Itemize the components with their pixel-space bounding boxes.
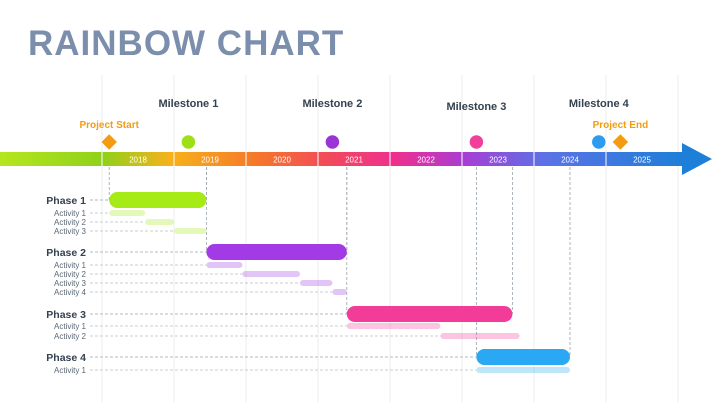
timeline-bar — [0, 152, 682, 166]
activity-bar — [109, 210, 146, 216]
phase-label: Phase 4 — [46, 352, 86, 364]
milestone-circle-icon — [590, 133, 608, 151]
activity-label: Activity 1 — [54, 209, 87, 218]
phase-label: Phase 1 — [46, 195, 86, 207]
milestone-markers: Project Start Milestone 1 Milestone 2 Miles… — [79, 98, 649, 152]
phase-bar — [206, 244, 347, 260]
diamond-marker-icon — [611, 132, 630, 152]
grid-lines — [101, 75, 679, 402]
milestone-label: Milestone 1 — [158, 98, 218, 110]
year-label: 2018 — [129, 156, 147, 165]
year-label: 2022 — [417, 156, 435, 165]
activity-label: Activity 3 — [54, 279, 87, 288]
guide-lines — [90, 167, 571, 371]
milestone-label: Milestone 3 — [446, 101, 506, 113]
year-label: 2019 — [201, 156, 219, 165]
timeline-arrow-icon — [682, 143, 712, 175]
milestone-label: Milestone 4 — [569, 98, 630, 110]
activity-label: Activity 4 — [54, 288, 87, 297]
activity-label: Activity 2 — [54, 270, 87, 279]
milestone-circle-icon — [180, 133, 197, 151]
phase-bar — [346, 306, 513, 322]
phase-label: Phase 2 — [46, 247, 86, 259]
activity-bar — [300, 280, 333, 286]
project-marker-label: Project End — [593, 120, 649, 131]
activity-bar — [206, 262, 243, 268]
year-label: 2025 — [633, 156, 651, 165]
year-label: 2021 — [345, 156, 363, 165]
activity-bar — [440, 333, 520, 339]
phase-bar — [476, 349, 570, 365]
activity-bar — [174, 228, 207, 234]
activity-bar — [242, 271, 300, 277]
activity-bar — [145, 219, 174, 225]
activity-label: Activity 1 — [54, 261, 87, 270]
activity-bar — [346, 323, 441, 329]
year-label: 2024 — [561, 156, 579, 165]
milestone-circle-icon — [324, 133, 341, 151]
year-label: 2023 — [489, 156, 507, 165]
activity-label: Activity 1 — [54, 322, 87, 331]
chart-title: RAINBOW CHART — [28, 24, 345, 63]
phase-label: Phase 3 — [46, 309, 86, 321]
diamond-marker-icon — [100, 132, 119, 152]
activity-label: Activity 3 — [54, 227, 87, 236]
phase-bar — [109, 192, 207, 208]
activity-label: Activity 2 — [54, 218, 87, 227]
milestone-circle-icon — [468, 133, 485, 151]
activity-bar — [332, 289, 347, 295]
year-label: 2020 — [273, 156, 291, 165]
milestone-label: Milestone 2 — [302, 98, 362, 110]
project-marker-label: Project Start — [79, 120, 139, 131]
activity-bar — [476, 367, 570, 373]
activity-label: Activity 2 — [54, 332, 87, 341]
timeline-axis: 2018 2019 2020 2021 2022 2023 2024 2025 — [0, 143, 712, 175]
activity-label: Activity 1 — [54, 366, 87, 375]
